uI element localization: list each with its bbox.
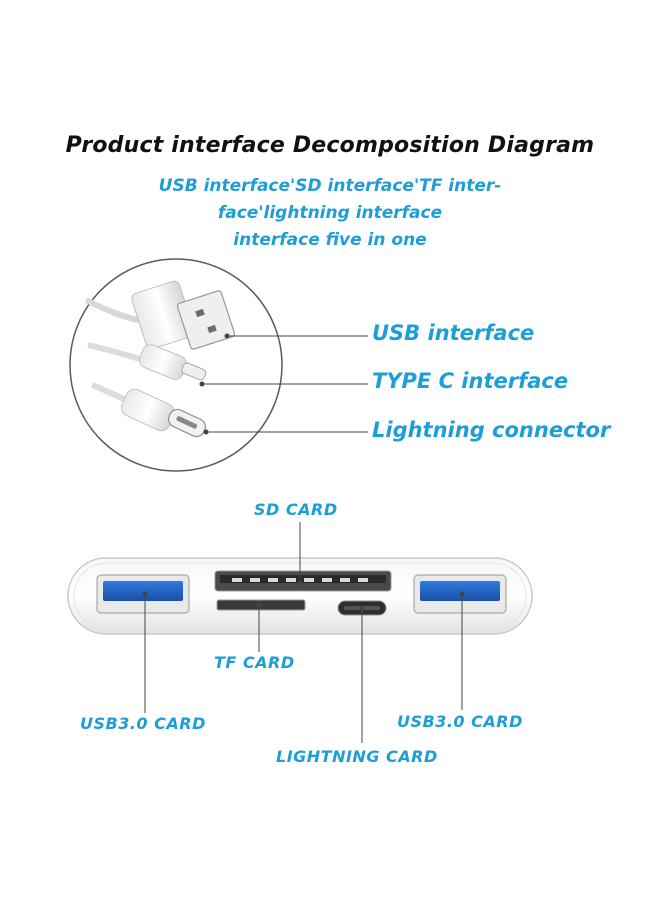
lightning-plug-icon	[139, 344, 207, 381]
subtitle-line-2: face'lightning interface	[217, 203, 443, 223]
subtitle-line-1: USB interface'SD interface'TF inter-	[158, 176, 502, 196]
usb-a-plug-icon	[131, 280, 236, 350]
label-usb-interface: USB interface	[372, 321, 535, 345]
label-usb3-card-left: USB3.0 CARD	[80, 714, 206, 733]
diagram-title: Product interface Decomposition Diagram	[65, 133, 595, 158]
label-lightning-card: LIGHTNING CARD	[276, 747, 438, 766]
subtitle-line-3: interface five in one	[233, 230, 427, 250]
label-lightning-connector: Lightning connector	[372, 418, 611, 442]
type-c-plug-icon	[120, 388, 206, 438]
cable-zoom-circle	[69, 258, 283, 472]
label-tf-card: TF CARD	[214, 653, 295, 672]
label-usb3-card-right: USB3.0 CARD	[397, 712, 523, 731]
label-sd-card: SD CARD	[254, 500, 338, 519]
sd-card-slot	[214, 570, 392, 592]
label-type-c-interface: TYPE C interface	[372, 369, 569, 393]
cable-leader-lines	[199, 333, 368, 435]
hub-leader-lines	[142, 522, 465, 743]
